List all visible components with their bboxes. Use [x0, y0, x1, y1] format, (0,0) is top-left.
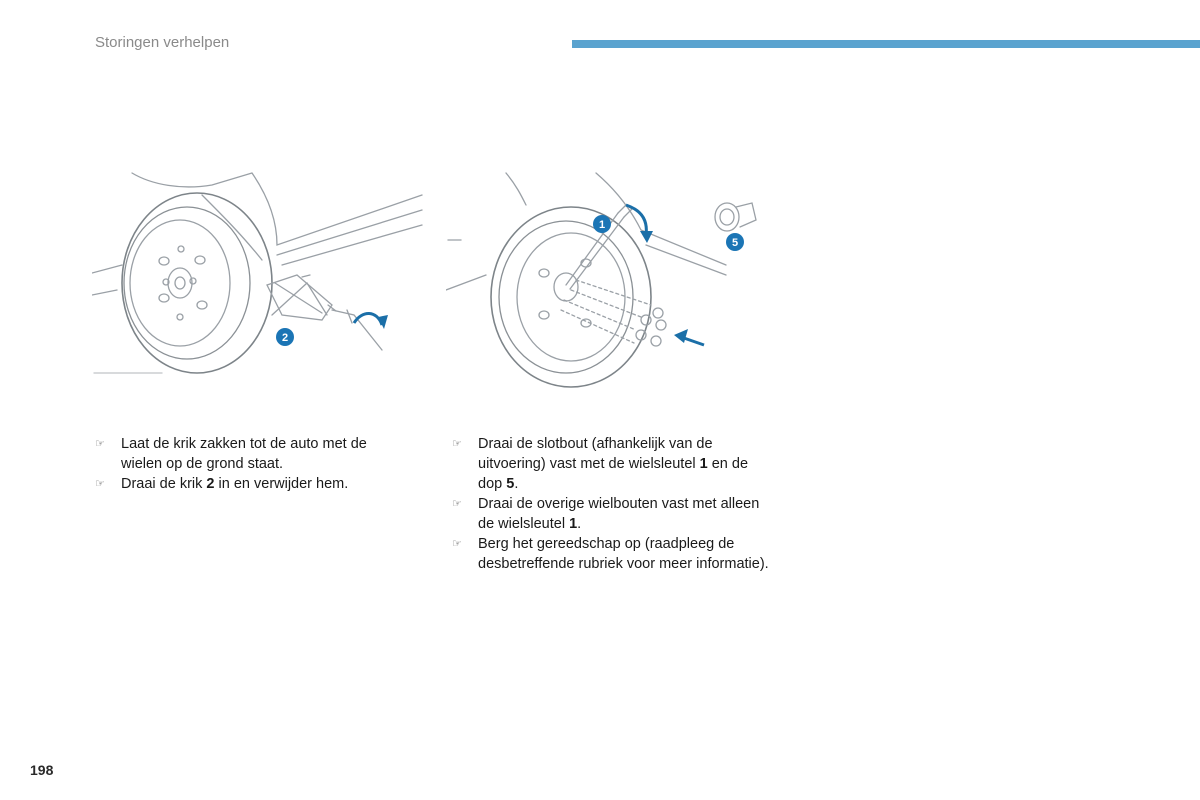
jack-removal-drawing: 2: [92, 172, 423, 374]
section-title: Storingen verhelpen: [95, 34, 230, 51]
callout-2: 2: [276, 328, 294, 346]
instruction-item: ☞Draai de overige wielbouten vast met al…: [452, 496, 760, 532]
svg-text:1: 1: [599, 219, 605, 231]
svg-text:2: 2: [282, 332, 288, 344]
callout-1: 1: [593, 215, 611, 233]
illustration-bolt-tightening: 1 5: [446, 165, 776, 410]
bullet-hand-icon: ☞: [452, 438, 462, 450]
bullet-hand-icon: ☞: [95, 438, 105, 450]
page-number: 198: [30, 762, 54, 778]
section-accent-bar: [572, 40, 1200, 48]
bullet-hand-icon: ☞: [452, 498, 462, 510]
instructions-left: ☞Laat de krik zakken tot de auto met de …: [95, 434, 405, 494]
bullet-hand-icon: ☞: [95, 478, 105, 490]
bullet-hand-icon: ☞: [452, 538, 462, 550]
callout-5: 5: [726, 233, 744, 251]
svg-text:5: 5: [732, 237, 738, 249]
instruction-item: ☞Laat de krik zakken tot de auto met de …: [95, 436, 367, 472]
instructions-right: ☞Draai de slotbout (afhankelijk van de u…: [452, 434, 772, 574]
instruction-item: ☞Draai de slotbout (afhankelijk van de u…: [452, 436, 749, 492]
instruction-item: ☞Berg het gereedschap op (raadpleeg de d…: [452, 536, 769, 572]
instruction-item: ☞Draai de krik 2 in en verwijder hem.: [95, 476, 349, 492]
illustration-jack-removal: 2: [92, 165, 424, 410]
bolt-tightening-drawing: 1 5: [446, 172, 757, 388]
